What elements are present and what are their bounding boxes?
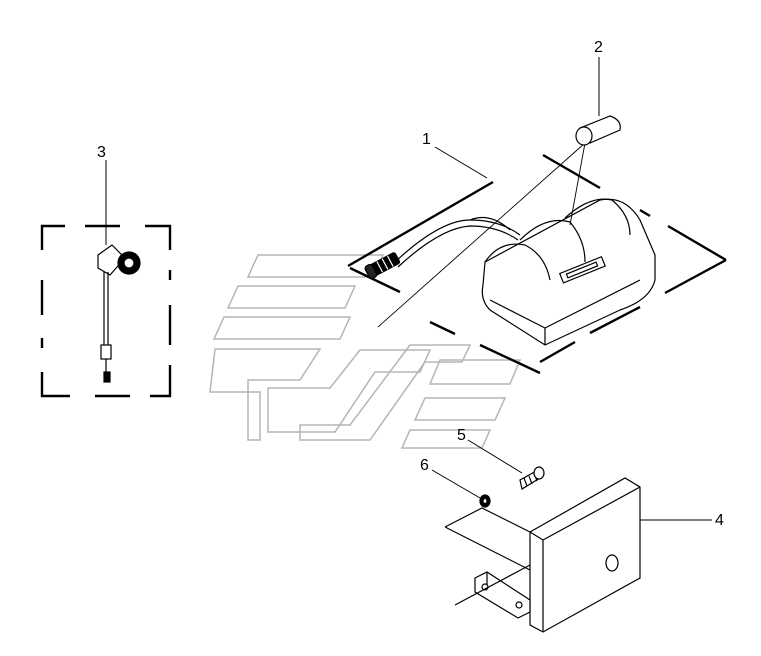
sensor-body [97,244,141,383]
watermark-logo [209,254,522,449]
callout-5: 5 [457,427,466,444]
callout-4: 4 [715,512,724,529]
leader-lines [105,57,712,521]
part-3-sensor [40,224,172,398]
part-4-bracket [444,477,641,633]
part-5-bolt [519,466,545,490]
part-2-cylinder [575,115,621,146]
callout-2: 2 [594,39,603,56]
callout-1: 1 [422,131,431,148]
part-6-washer [479,494,491,508]
callout-3: 3 [97,144,106,161]
part-1-holder [347,142,727,375]
callout-6: 6 [420,457,429,474]
